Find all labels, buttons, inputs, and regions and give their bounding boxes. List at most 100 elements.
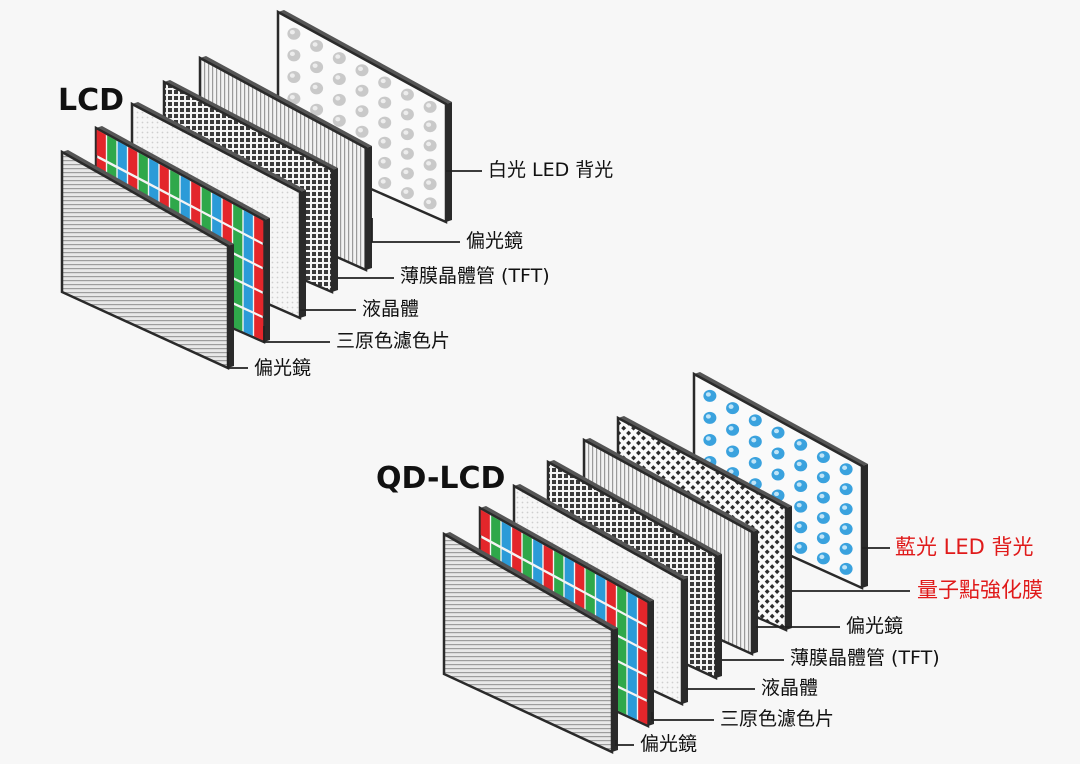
lcd-backlight-panel-side-edge (446, 102, 452, 222)
lcd-title: LCD (58, 83, 125, 118)
lcd-tft-layer-side-edge (332, 168, 338, 292)
lcd-polarizer-front-top-edge (62, 150, 234, 246)
qdlcd-color-filter-subpixel (575, 562, 585, 592)
lcd-color-filter-subpixel (233, 304, 243, 332)
lcd-backlight-led-highlight (289, 73, 295, 78)
lcd-backlight-led-highlight (380, 159, 386, 164)
lcd-color-filter-subpixel (212, 192, 222, 221)
lcd-color-filter-subpixel (180, 175, 190, 205)
qdlcd-label-tft: 薄膜晶體管 (TFT) (790, 647, 940, 669)
qdlcd-liquid-crystal-layer-side-edge (682, 578, 688, 704)
lcd-backlight-led-highlight (403, 189, 409, 194)
qdlcd-backlight-led-highlight (705, 414, 711, 419)
lcd-backlight-led-highlight (335, 54, 341, 59)
lcd-tft-layer-top-edge (164, 80, 338, 170)
lcd-backlight-led-highlight (403, 150, 409, 155)
qdlcd-label-polarizer-front: 偏光鏡 (640, 733, 698, 755)
qdlcd-leader-color-filter (651, 712, 714, 721)
qdlcd-color-filter-subpixel (627, 591, 637, 620)
qdlcd-backlight-led-highlight (774, 491, 779, 497)
lcd-backlight-led-highlight (380, 139, 386, 144)
qdlcd-backlight-led-highlight (751, 480, 757, 486)
qdlcd-backlight-led-highlight (842, 505, 848, 510)
lcd-backlight-led-highlight (312, 106, 318, 111)
lcd-backlight-led-highlight (358, 128, 363, 133)
qdlcd-color-filter-subpixel (627, 642, 637, 670)
qdlcd-qd-film-top-edge (618, 416, 792, 508)
qdlcd-label-color-filter: 三原色濾色片 (720, 708, 835, 730)
lcd-color-filter-top-edge (96, 126, 270, 220)
lcd-color-filter-subpixel (138, 152, 148, 182)
lcd-backlight-led-highlight (289, 29, 295, 35)
qdlcd-color-filter-subpixel (627, 667, 637, 695)
lcd-label-backlight: 白光 LED 背光 (488, 159, 614, 181)
lcd-backlight-led-highlight (403, 169, 409, 175)
lcd-color-filter-subpixel (254, 314, 264, 341)
qdlcd-backlight-led-highlight (796, 544, 802, 549)
lcd-label-color-filter: 三原色濾色片 (336, 330, 451, 352)
lcd-label-polarizer-front: 偏光鏡 (254, 357, 312, 379)
lcd-color-filter-subpixel (233, 229, 243, 257)
qdlcd-color-filter-subpixel (522, 533, 532, 563)
qdlcd-polarizer-front-top-edge (444, 532, 618, 630)
qdlcd-backlight-led-highlight (842, 525, 848, 530)
qdlcd-backlight-led-highlight (842, 465, 848, 470)
lcd-color-filter-subpixel (96, 129, 106, 160)
qdlcd-backlight-led-highlight (751, 459, 757, 464)
lcd-color-filter-subpixel (222, 198, 232, 227)
qdlcd-backlight-led-highlight (819, 473, 825, 478)
qdlcd-polarizer-front-face (442, 531, 614, 754)
qdlcd-color-filter-subpixel (596, 574, 606, 603)
lcd-backlight-led-highlight (426, 180, 432, 185)
lcd-label-liquid-crystal: 液晶體 (362, 298, 420, 320)
qdlcd-label-backlight: 藍光 LED 背光 (895, 535, 1034, 559)
qdlcd-color-filter-subpixel (638, 622, 648, 651)
qdlcd-backlight-led-highlight (705, 436, 711, 441)
lcd-color-filter-subpixel (191, 181, 201, 210)
qdlcd-backlight-led-highlight (819, 514, 825, 519)
lcd-backlight-led-highlight (335, 96, 341, 101)
qdlcd-backlight-led-highlight (842, 545, 848, 550)
lcd-color-filter-subpixel (243, 309, 253, 336)
lcd-color-filter-side-edge (264, 218, 270, 342)
lcd-backlight-led-highlight (380, 118, 386, 124)
qdlcd-exploded-stack (442, 371, 868, 754)
qdlcd-backlight-panel-side-edge (862, 464, 868, 588)
lcd-backlight-led-highlight (312, 63, 318, 68)
qdlcd-backlight-led-highlight (796, 523, 802, 528)
qdlcd-backlight-led-highlight (751, 437, 757, 443)
qdlcd-color-filter-subpixel (617, 611, 627, 640)
lcd-backlight-led-highlight (335, 117, 341, 122)
qdlcd-color-filter-subpixel (638, 647, 648, 675)
qdlcd-backlight-led-highlight (796, 502, 802, 508)
qdlcd-color-filter-subpixel (617, 687, 627, 715)
lcd-color-filter-subpixel (117, 141, 127, 171)
lcd-backlight-led-highlight (403, 90, 409, 96)
qdlcd-color-filter-side-edge (648, 600, 654, 726)
lcd-color-filter-subpixel (201, 187, 211, 216)
lcd-backlight-led-highlight (426, 161, 432, 166)
lcd-color-filter-subpixel (243, 234, 253, 262)
qdlcd-label-qd-film: 量子點強化膜 (917, 578, 1043, 602)
lcd-leader-color-filter (263, 326, 330, 343)
lcd-color-filter-subpixel (128, 146, 138, 177)
lcd-backlight-led-highlight (426, 199, 432, 205)
lcd-polarizer-back-top-edge (200, 56, 372, 148)
lcd-color-filter-subpixel (233, 279, 243, 307)
qdlcd-color-filter-subpixel (617, 636, 627, 665)
qdlcd-backlight-led-highlight (819, 453, 825, 458)
qdlcd-polarizer-back-side-edge (752, 530, 758, 654)
qdlcd-color-filter-subpixel (543, 544, 553, 575)
qdlcd-backlight-panel-top-edge (694, 372, 868, 466)
qdlcd-color-filter-subpixel (627, 692, 637, 720)
lcd-backlight-led-highlight (289, 94, 295, 100)
lcd-label-tft: 薄膜晶體管 (TFT) (400, 265, 550, 287)
qdlcd-backlight-led-highlight (796, 461, 802, 467)
lcd-polarizer-back-side-edge (366, 146, 372, 270)
lcd-color-filter-subpixel (243, 284, 253, 312)
qdlcd-color-filter-subpixel (617, 586, 627, 614)
lcd-backlight-led-highlight (358, 107, 363, 112)
lcd-color-filter-subpixel (254, 289, 264, 317)
qdlcd-color-filter-subpixel (512, 527, 522, 557)
